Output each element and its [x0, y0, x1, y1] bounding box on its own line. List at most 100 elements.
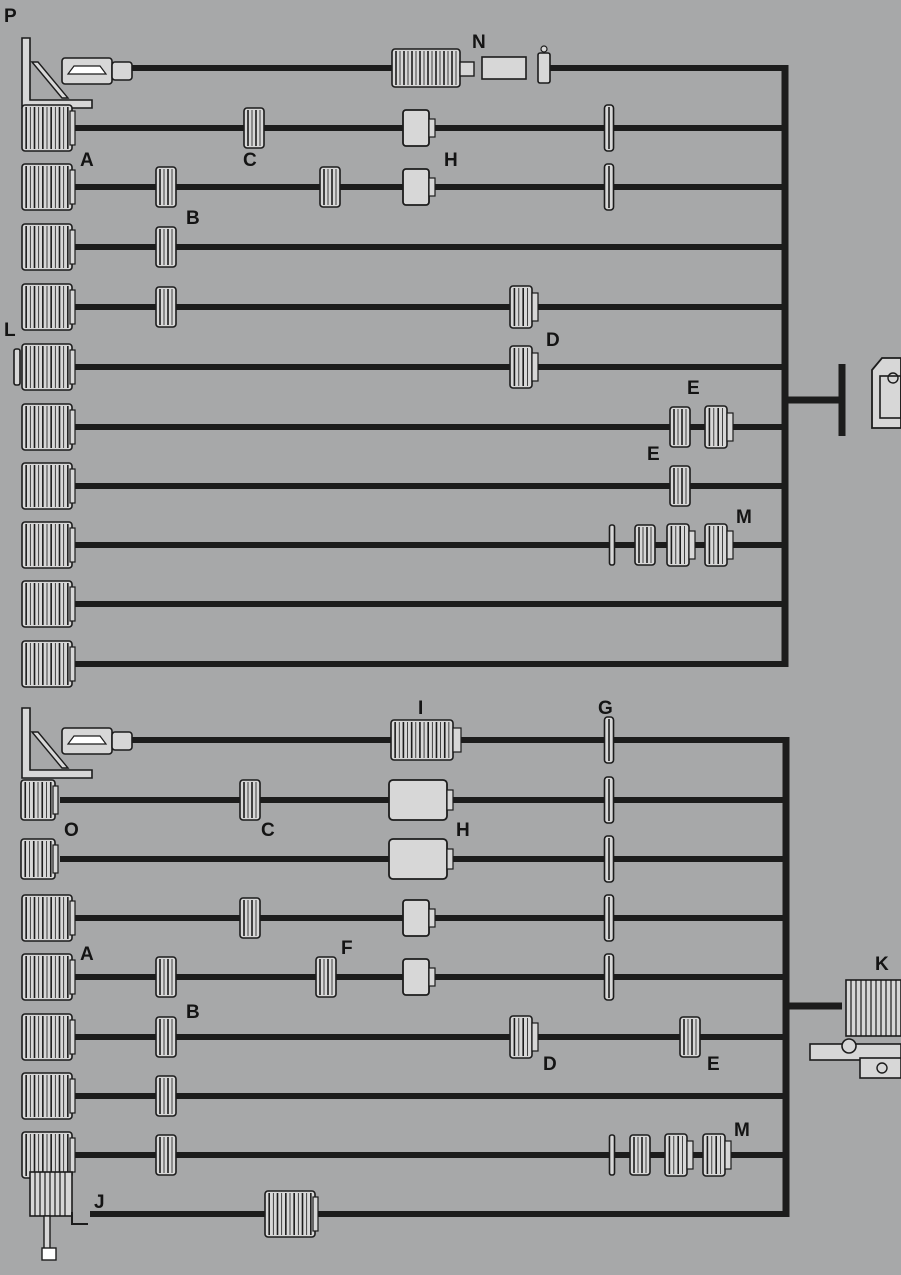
label-i: I	[418, 698, 423, 719]
ring	[319, 166, 341, 208]
square-adapter	[402, 109, 436, 147]
ring-body	[319, 166, 341, 208]
ring	[679, 1016, 701, 1058]
extension-tube-mount	[688, 530, 696, 560]
ring	[315, 956, 337, 998]
bellows-unit-base	[859, 1057, 901, 1079]
extension-tube-body	[704, 405, 728, 449]
label-e: E	[687, 378, 700, 399]
lens-mount	[69, 229, 76, 265]
label-a: A	[80, 150, 94, 171]
extension-tube-body	[702, 1133, 726, 1177]
lens-mount	[69, 289, 76, 325]
lens	[20, 779, 59, 821]
long-tube-lip	[452, 727, 462, 753]
bellows-lens-body	[29, 1171, 73, 1217]
bellows-unit-body	[845, 979, 901, 1037]
lens	[21, 223, 76, 271]
label-k: K	[875, 954, 889, 975]
lens-mount	[69, 1019, 76, 1055]
label-c: C	[243, 150, 257, 171]
microscope-stand	[21, 707, 93, 779]
long-tube	[390, 719, 462, 761]
long-tube	[388, 779, 454, 821]
ring-body	[239, 779, 261, 821]
lens	[21, 1131, 76, 1179]
bellows-unit-knob	[876, 1062, 888, 1074]
microscope-adapter	[21, 37, 133, 109]
label-p: P	[4, 6, 17, 27]
extension-tube-mount	[531, 1022, 539, 1052]
lens-mount	[52, 785, 59, 815]
square-adapter	[402, 958, 436, 996]
label-h: H	[444, 150, 458, 171]
extension-tube-mount	[531, 352, 539, 382]
label-h: H	[456, 820, 470, 841]
lens-mount	[69, 959, 76, 995]
components	[13, 37, 901, 1261]
thin-ring	[603, 953, 615, 1001]
extension-tube	[702, 1133, 732, 1177]
ring-body	[155, 226, 177, 268]
square-adapter-body	[402, 899, 430, 937]
long-tube	[388, 838, 454, 880]
bellows-unit-knob	[841, 1038, 857, 1054]
ring-body	[243, 107, 265, 149]
thin-ring	[603, 776, 615, 824]
extension-tube-mount	[726, 530, 734, 560]
ring-body	[634, 524, 656, 566]
thin-ring	[603, 163, 615, 211]
lens	[21, 462, 76, 510]
ring-body	[155, 1016, 177, 1058]
square-adapter-body	[402, 109, 430, 147]
label-l: L	[4, 320, 16, 341]
square-adapter-body	[402, 168, 430, 206]
ring	[155, 226, 177, 268]
ring-body	[155, 1134, 177, 1176]
lens	[21, 1072, 76, 1120]
disc	[608, 524, 616, 566]
extension-tube-body	[666, 523, 690, 567]
small-ring	[537, 52, 551, 84]
microscope-slot	[66, 65, 108, 75]
ring-body	[155, 166, 177, 208]
long-tube-body	[390, 719, 454, 761]
lens	[21, 403, 76, 451]
label-e: E	[647, 444, 660, 465]
ring	[243, 107, 265, 149]
label-f: F	[341, 938, 353, 959]
lens-mount	[69, 169, 76, 205]
square-adapter	[402, 168, 436, 206]
ring	[634, 524, 656, 566]
ring	[155, 1134, 177, 1176]
ring-body	[629, 1134, 651, 1176]
label-g: G	[598, 698, 613, 719]
extension-tube	[666, 523, 696, 567]
square-adapter-lip	[428, 967, 436, 987]
square-adapter	[402, 899, 436, 937]
lens-mount	[69, 586, 76, 622]
extension-tube	[509, 345, 539, 389]
lens	[21, 640, 76, 688]
adapter-tube-knob	[459, 61, 475, 77]
ring-body	[155, 956, 177, 998]
label-b: B	[186, 1002, 200, 1023]
square-adapter-body	[402, 958, 430, 996]
extension-tube	[704, 523, 734, 567]
lens	[21, 283, 76, 331]
extension-tube	[509, 285, 539, 329]
microscope-brace	[30, 61, 70, 99]
bellows-lens	[29, 1171, 88, 1261]
microscope-eyepiece	[111, 731, 133, 751]
extension-tube-mount	[724, 1140, 732, 1170]
short-tube	[481, 56, 527, 80]
thin-ring	[603, 716, 615, 764]
square-adapter-lip	[428, 908, 436, 928]
label-n: N	[472, 32, 486, 53]
bellows-unit-icon	[809, 979, 901, 1079]
label-d: D	[543, 1054, 557, 1075]
extension-tube-body	[704, 523, 728, 567]
label-m: M	[736, 507, 752, 528]
camera-body-mount	[879, 375, 901, 419]
label-c: C	[261, 820, 275, 841]
